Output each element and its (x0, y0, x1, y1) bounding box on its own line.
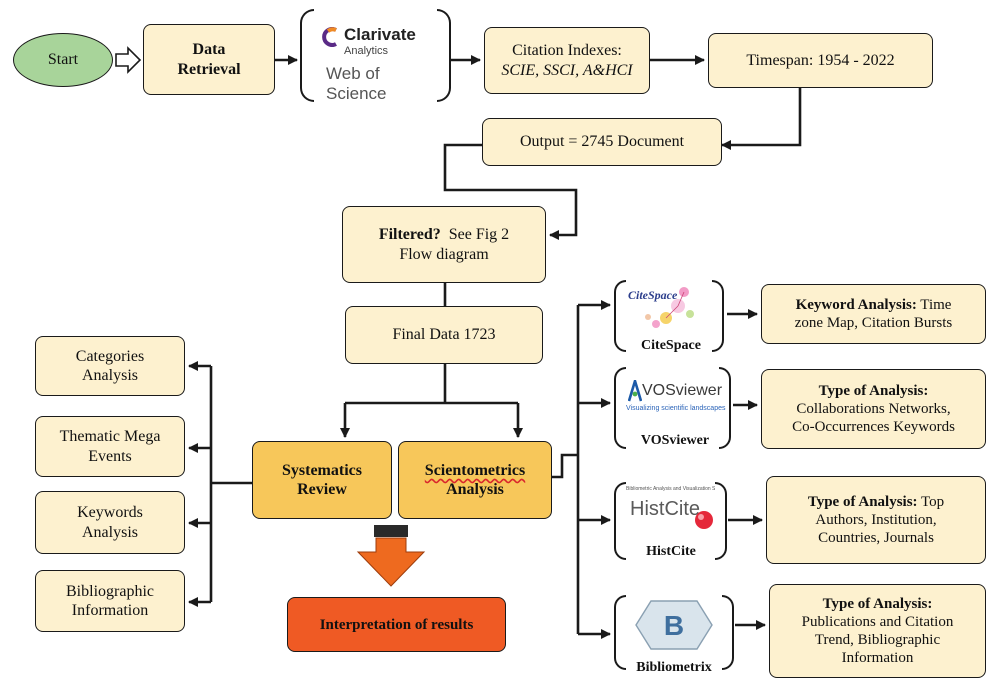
output-label: Output = 2745 Document (519, 133, 685, 151)
histcite-analysis-line2: Authors, Institution, (815, 512, 937, 528)
histcite-analysis-bold: Type of Analysis: (807, 494, 918, 510)
citespace-analysis-box: Keyword Analysis: Time zone Map, Citatio… (761, 284, 986, 344)
citespace-network-icon (645, 287, 694, 328)
systematic-review-line2: Review (297, 481, 347, 498)
citespace-caption: CiteSpace (641, 338, 701, 353)
interpretation-box: Interpretation of results (287, 597, 506, 652)
start-label: Start (47, 51, 79, 69)
bibliometrix-analysis-box: Type of Analysis: Publications and Citat… (769, 584, 986, 678)
citespace-analysis-line1: Keyword Analysis: Time (796, 296, 952, 314)
vosviewer-caption: VOSviewer (640, 433, 710, 448)
thematic-mega-events-box: Thematic Mega Events (35, 416, 185, 477)
wos-bracket-left (300, 9, 314, 102)
bibliometrix-analysis-line2: Publications and Citation (801, 614, 954, 630)
histcite-logo-text: HistCite (630, 498, 701, 520)
scientometrics-line2: Analysis (446, 481, 504, 498)
citation-indexes-list: SCIE, SSCI, A&HCI (501, 61, 633, 79)
bibliometrix-analysis-line4: Information (841, 650, 914, 666)
timespan-box: Timespan: 1954 - 2022 (708, 33, 933, 88)
clarivate-brand: Clarivate (344, 25, 416, 44)
final-data-label: Final Data 1723 (392, 326, 496, 344)
data-retrieval-box: Data Retrieval (143, 24, 275, 95)
output-box: Output = 2745 Document (482, 118, 722, 166)
citespace-logo-text: CiteSpace (628, 288, 678, 302)
filtered-line1: Filtered? See Fig 2 (379, 225, 509, 244)
keywords-line1: Keywords (77, 504, 143, 522)
vosviewer-analysis-line2: Collaborations Networks, (796, 401, 951, 417)
thematic-line2: Events (88, 447, 132, 465)
start-node: Start (13, 33, 113, 87)
citespace-analysis-bold: Keyword Analysis: (795, 297, 917, 313)
citation-indexes-box: Citation Indexes: SCIE, SSCI, A&HCI (484, 27, 650, 94)
keywords-line2: Analysis (82, 523, 138, 541)
categories-line1: Categories (75, 347, 145, 365)
down-arrow (356, 537, 426, 587)
thematic-line1: Thematic Mega (59, 428, 161, 446)
vosviewer-analysis-bold: Type of Analysis: (818, 383, 929, 399)
bibliometrix-caption: Bibliometrix (636, 660, 712, 675)
filtered-line2: Flow diagram (399, 245, 489, 263)
wos-product: Web of Science (326, 64, 387, 103)
histcite-analysis-line3: Countries, Journals (818, 530, 934, 546)
histcite-analysis-line1: Type of Analysis: Top (808, 493, 944, 511)
systematic-review-box: Systematics Review (252, 441, 392, 519)
histcite-analysis-box: Type of Analysis: Top Authors, Instituti… (766, 476, 986, 564)
vosviewer-mark-icon (628, 380, 642, 402)
histcite-logo-tagline: Bibliometric Analysis and Visualization … (626, 486, 715, 492)
clarivate-mark-icon (322, 27, 337, 47)
data-retrieval-line1: Data (192, 41, 226, 59)
interpretation-label: Interpretation of results (319, 616, 474, 633)
wos-bracket-right (437, 9, 451, 102)
histcite-caption: HistCite (646, 544, 696, 559)
data-retrieval-line2: Retrieval (177, 60, 241, 78)
scientometrics-box: Scientometrics Analysis (398, 441, 552, 519)
citespace-analysis-line2: zone Map, Citation Bursts (794, 315, 953, 331)
systematic-review-line1: Systematics (282, 461, 362, 479)
filtered-box: Filtered? See Fig 2 Flow diagram (342, 206, 546, 283)
histcite-analysis-rest: Top (917, 494, 945, 510)
vosviewer-logo-text: VOSviewer (642, 382, 723, 399)
citespace-analysis-rest: Time (916, 297, 952, 313)
bibliographic-line2: Information (71, 602, 149, 619)
filtered-rest: See Fig 2 (448, 226, 510, 244)
keywords-analysis-box: Keywords Analysis (35, 491, 185, 554)
clarivate-sub: Analytics (344, 45, 389, 57)
categories-line2: Analysis (82, 367, 138, 384)
bibliometrix-analysis-bold: Type of Analysis: (822, 596, 933, 612)
scientometrics-line1: Scientometrics (424, 461, 526, 479)
vosviewer-logo-tagline: Visualizing scientific landscapes (626, 405, 726, 412)
start-arrow (115, 46, 142, 74)
bibliometrix-logo-letter: B (664, 610, 684, 641)
timespan-label: Timespan: 1954 - 2022 (746, 51, 895, 69)
bibliographic-information-box: Bibliographic Information (35, 570, 185, 632)
down-arrow-cap (374, 525, 408, 537)
citespace-logo: CiteSpace (626, 284, 712, 336)
filtered-label: Filtered? (378, 226, 441, 244)
bibliographic-line1: Bibliographic (66, 582, 154, 600)
bibliometrix-bracket-right (722, 595, 734, 670)
final-data-box: Final Data 1723 (345, 306, 543, 364)
bibliometrix-hex-icon: B (635, 600, 713, 650)
vosviewer-analysis-box: Type of Analysis: Collaborations Network… (761, 369, 986, 449)
bibliometrix-analysis-line3: Trend, Bibliographic (814, 632, 941, 648)
vosviewer-logo: VOSviewer Visualizing scientific landsca… (626, 372, 726, 424)
histcite-logo: Bibliometric Analysis and Visualization … (626, 486, 715, 538)
categories-analysis-box: Categories Analysis (35, 336, 185, 396)
wos-logo: Clarivate Analytics Web of Science (318, 16, 436, 103)
bibliometrix-bracket-left (614, 595, 626, 670)
bibliometrix-logo: B (626, 597, 722, 653)
citation-indexes-title: Citation Indexes: (512, 42, 622, 60)
histcite-bubble-icon (695, 511, 713, 529)
vosviewer-analysis-line3: Co-Occurrences Keywords (792, 419, 955, 435)
